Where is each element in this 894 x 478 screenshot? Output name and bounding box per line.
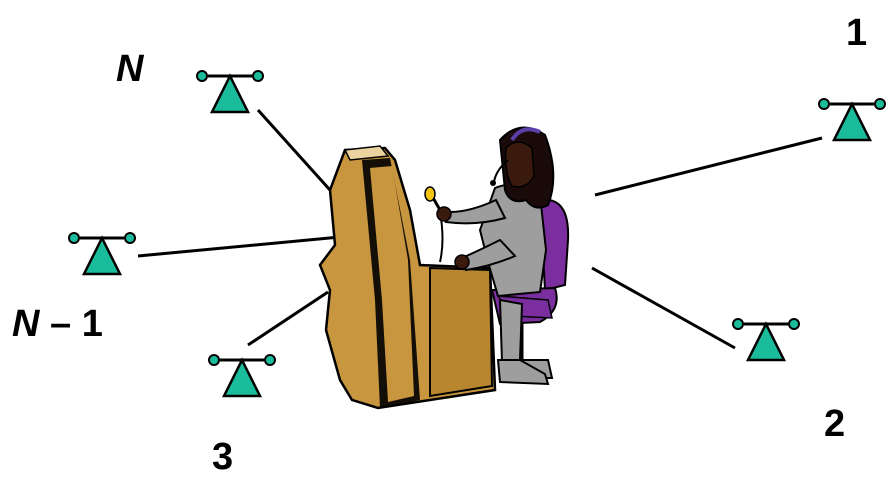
terminal-icon-n <box>197 71 263 112</box>
terminal-label-n-minus-1-text: N – 1 <box>12 303 103 345</box>
terminal-icon-n-minus-1 <box>69 233 135 274</box>
link-terminal-3 <box>248 292 328 345</box>
link-terminal-n-minus-1 <box>138 237 340 256</box>
terminal-label-3: 3 <box>212 438 233 476</box>
terminal-label-n-minus-1: N – 1 <box>12 305 103 343</box>
terminal-icon-1 <box>819 99 885 140</box>
terminal-icon-2 <box>733 319 799 360</box>
terminal-label-1: 1 <box>846 14 867 52</box>
terminal-label-2: 2 <box>824 405 845 443</box>
link-terminal-2 <box>592 268 735 348</box>
terminal-icon-3 <box>209 355 275 396</box>
terminal-label-n: N <box>116 50 143 88</box>
link-terminal-n <box>258 110 330 190</box>
link-terminal-1 <box>595 138 822 195</box>
operator-at-console-icon <box>320 128 568 408</box>
